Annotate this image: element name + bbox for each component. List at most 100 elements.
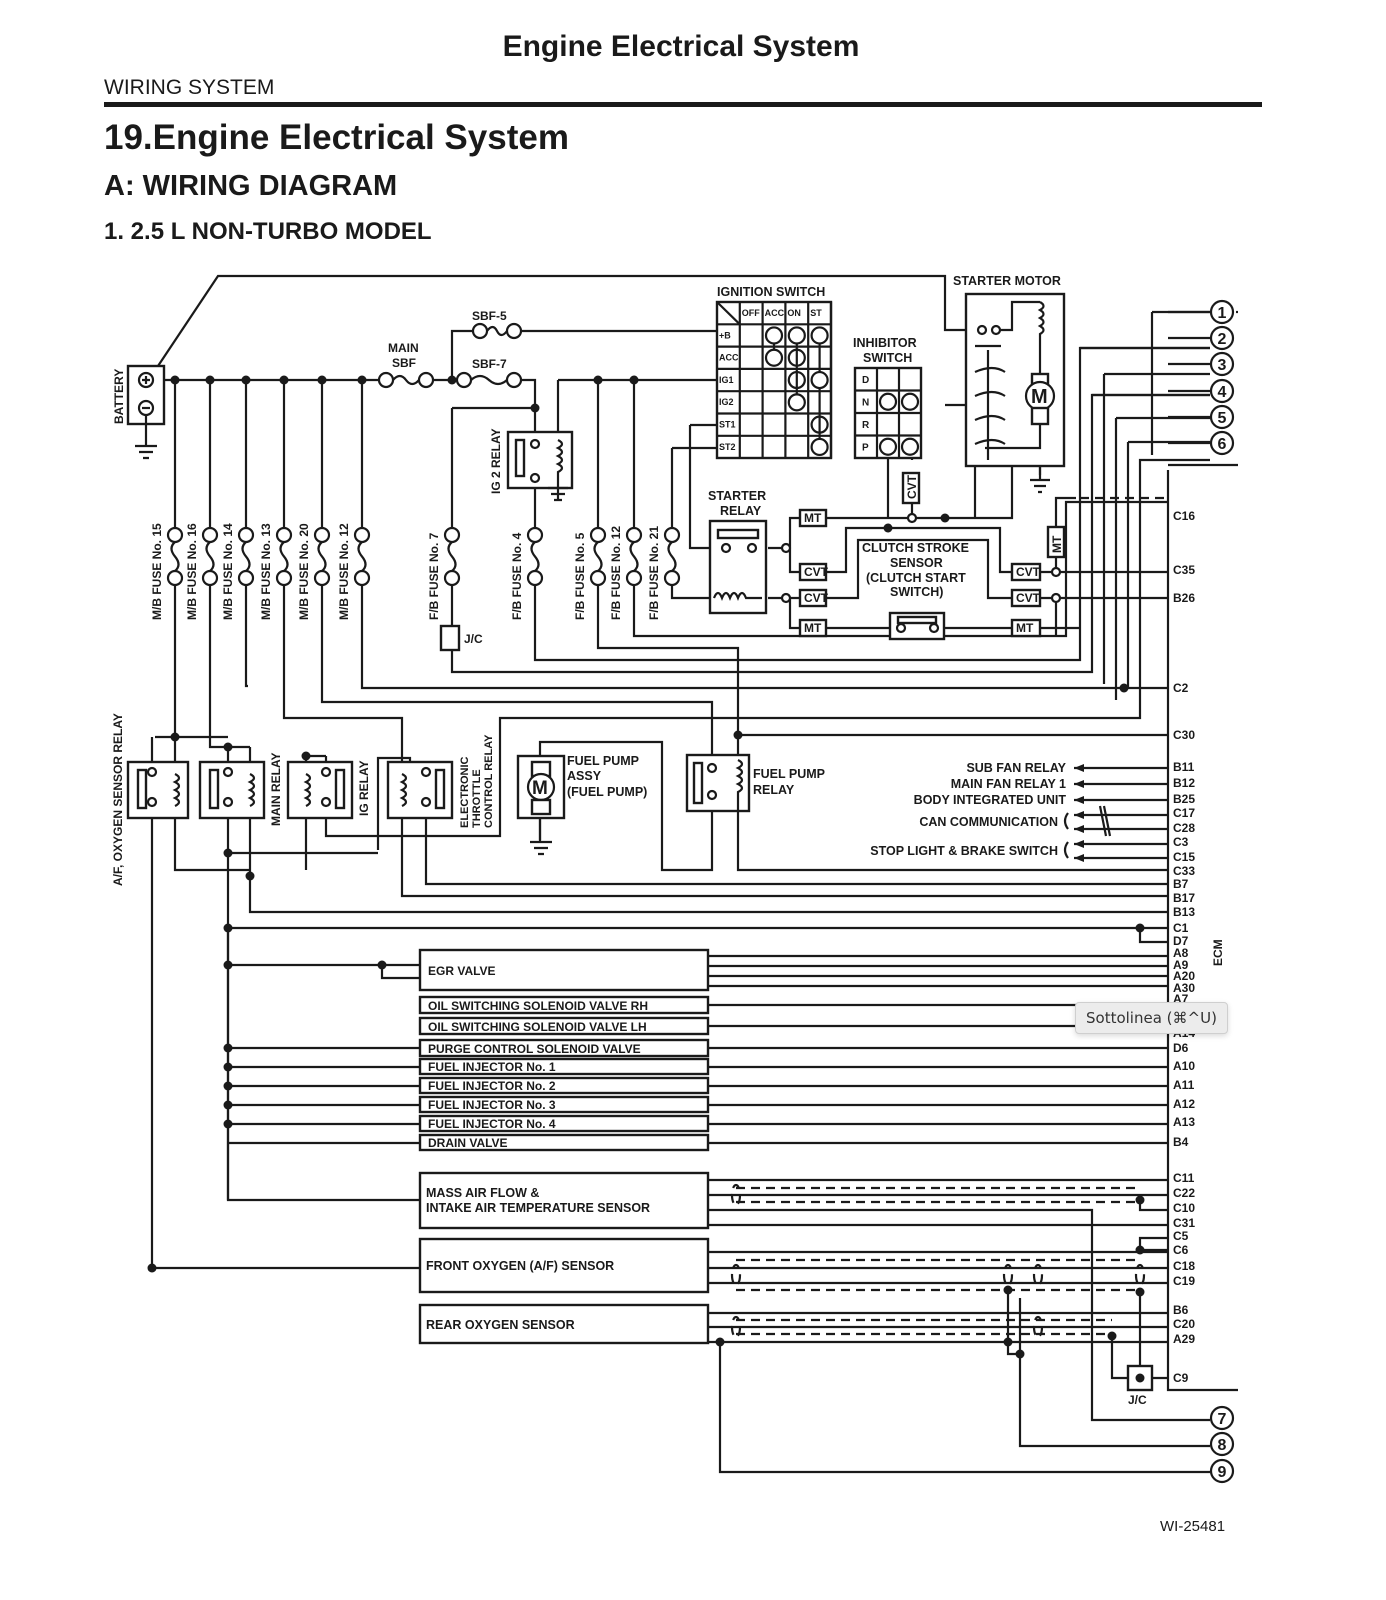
actuator-3: OIL SWITCHING SOLENOID VALVE LH [418,1016,710,1036]
tag-cvt: CVT [798,562,829,582]
sensor-1: MASS AIR FLOW &INTAKE AIR TEMPERATURE SE… [418,1171,710,1230]
mb-fuse-label: M/B FUSE No. 14 [221,523,235,620]
ecm-pin-c3: C3 [1173,835,1189,849]
fuel-pump-relay-label-1: FUEL PUMP [753,767,825,781]
fusible-links: MAIN SBF SBF-5 SBF-7 [377,309,523,389]
relay-armature [136,768,148,810]
tag-cvt: CVT [901,471,921,505]
actuator-label: OIL SWITCHING SOLENOID VALVE RH [428,999,648,1013]
actuator-4: PURGE CONTROL SOLENOID VALVE [418,1038,710,1058]
junction-connector-bottom: J/C [1126,1364,1154,1407]
fuel-pump-relay: FUEL PUMP RELAY [685,753,825,813]
ecm-pin-c30: C30 [1173,728,1195,742]
ecm-pin-c31: C31 [1173,1216,1195,1230]
sbf5-label: SBF-5 [472,309,507,323]
mb-fuse-label: M/B FUSE No. 15 [150,523,164,620]
section-label: WIRING SYSTEM [104,76,275,99]
connector-ref-8: 8 [1209,1431,1235,1457]
connector-ref-2: 2 [1168,325,1235,351]
connector-ref-label: 2 [1218,331,1227,348]
af-relay-label: A/F, OXYGEN SENSOR RELAY [111,713,125,886]
jc-label-top: J/C [464,632,483,646]
ecm-pin-c2: C2 [1173,681,1189,695]
starter-relay-label-1: STARTER [708,489,766,503]
ignition-row-ig2: IG2 [719,397,734,407]
sbf7-label: SBF-7 [472,357,507,371]
sensor-label: FRONT OXYGEN (A/F) SENSOR [426,1259,614,1273]
arrow-icon [1074,854,1084,862]
shield-loop [1032,1263,1044,1287]
connector-ref-label: 4 [1218,384,1227,401]
relay-4 [399,766,446,810]
ignition-contact [787,326,806,345]
inhibitor-contact [900,437,920,456]
actuator-label: PURGE CONTROL SOLENOID VALVE [428,1042,641,1056]
ecm-pin-b7: B7 [1173,877,1189,891]
connector-ref-7: 7 [1209,1405,1235,1431]
ecm-pin-c20: C20 [1173,1317,1195,1331]
ecm-pin-c35: C35 [1173,563,1195,577]
ig2-relay-label: IG 2 RELAY [489,428,503,494]
connector-ref-label: 1 [1218,305,1227,322]
sensors: MASS AIR FLOW &INTAKE AIR TEMPERATURE SE… [418,1171,1146,1345]
ecm-label: ECM [1211,939,1225,966]
etc-relay-label-1: ELECTRONIC [459,756,471,828]
tag-mt: MT [798,618,828,638]
actuator-label: EGR VALVE [428,964,496,978]
relays: A/F, OXYGEN SENSOR RELAY MAIN RELAY IG R… [111,713,495,886]
relay-armature [334,768,346,810]
tag-label: CVT [804,565,829,579]
clutch-label-4: SWITCH) [890,585,943,599]
chapter-heading: 19.Engine Electrical System [104,118,569,157]
fuel-pump-label-1: FUEL PUMP [567,754,639,768]
mb-fuse-5 [313,526,331,587]
tag-mt: MT [1046,525,1066,559]
ecm-pin-c9: C9 [1173,1371,1189,1385]
ecm-pin-b4: B4 [1173,1135,1189,1149]
jc-label-bottom: J/C [1128,1393,1147,1407]
inhibitor-title-2: SWITCH [863,351,912,365]
main-relay-label: MAIN RELAY [269,752,283,826]
main-sbf-label-2: SBF [392,356,416,370]
ignition-row-ig1: IG1 [719,375,734,385]
output-4: CAN COMMUNICATION [919,815,1058,829]
ignition-col-st: ST [810,308,822,318]
relay-1 [136,766,181,810]
ecm-pin-c33: C33 [1173,864,1195,878]
inhibitor-contact [878,437,898,456]
output-2: MAIN FAN RELAY 1 [951,777,1066,791]
arrow-icon [1074,764,1084,772]
relay-2 [208,766,256,810]
tag-label: MT [1050,535,1064,553]
figure-id: WI-25481 [1160,1518,1226,1535]
connector-ref-label: 5 [1218,410,1227,427]
tag-label: MT [804,511,822,525]
running-title: Engine Electrical System [502,30,860,63]
clutch-stroke-sensor: CLUTCH STROKE SENSOR (CLUTCH START SWITC… [862,512,1062,641]
ecm-pin-a9: A9 [1173,958,1189,972]
ecm-pin-b11: B11 [1173,760,1195,774]
actuator-1: EGR VALVE [418,948,710,992]
ecm-pin-a11: A11 [1173,1078,1195,1092]
mb-fuse-3 [237,526,255,587]
ecm-pin-c22: C22 [1173,1186,1195,1200]
ignition-row-st1: ST1 [719,420,736,430]
section-heading: A: WIRING DIAGRAM [104,170,398,202]
bracket [1063,812,1069,830]
underline-tooltip: Sottolinea (⌘^U) [1075,1002,1228,1034]
ignition-col-on: ON [787,308,801,318]
battery-label: BATTERY [112,369,126,424]
starter-motor: STARTER MOTOR M [953,274,1066,494]
tag-label: CVT [1016,565,1041,579]
clutch-label-1: CLUTCH STROKE [862,541,969,555]
connector-ref-label: 3 [1218,357,1227,374]
output-5: STOP LIGHT & BRAKE SWITCH [870,844,1058,858]
ecm-pin-b17: B17 [1173,891,1195,905]
ignition-contact [764,326,784,345]
relay-coil [399,773,408,807]
sensor-2: FRONT OXYGEN (A/F) SENSOR [418,1237,710,1294]
relay-coil [303,773,312,807]
